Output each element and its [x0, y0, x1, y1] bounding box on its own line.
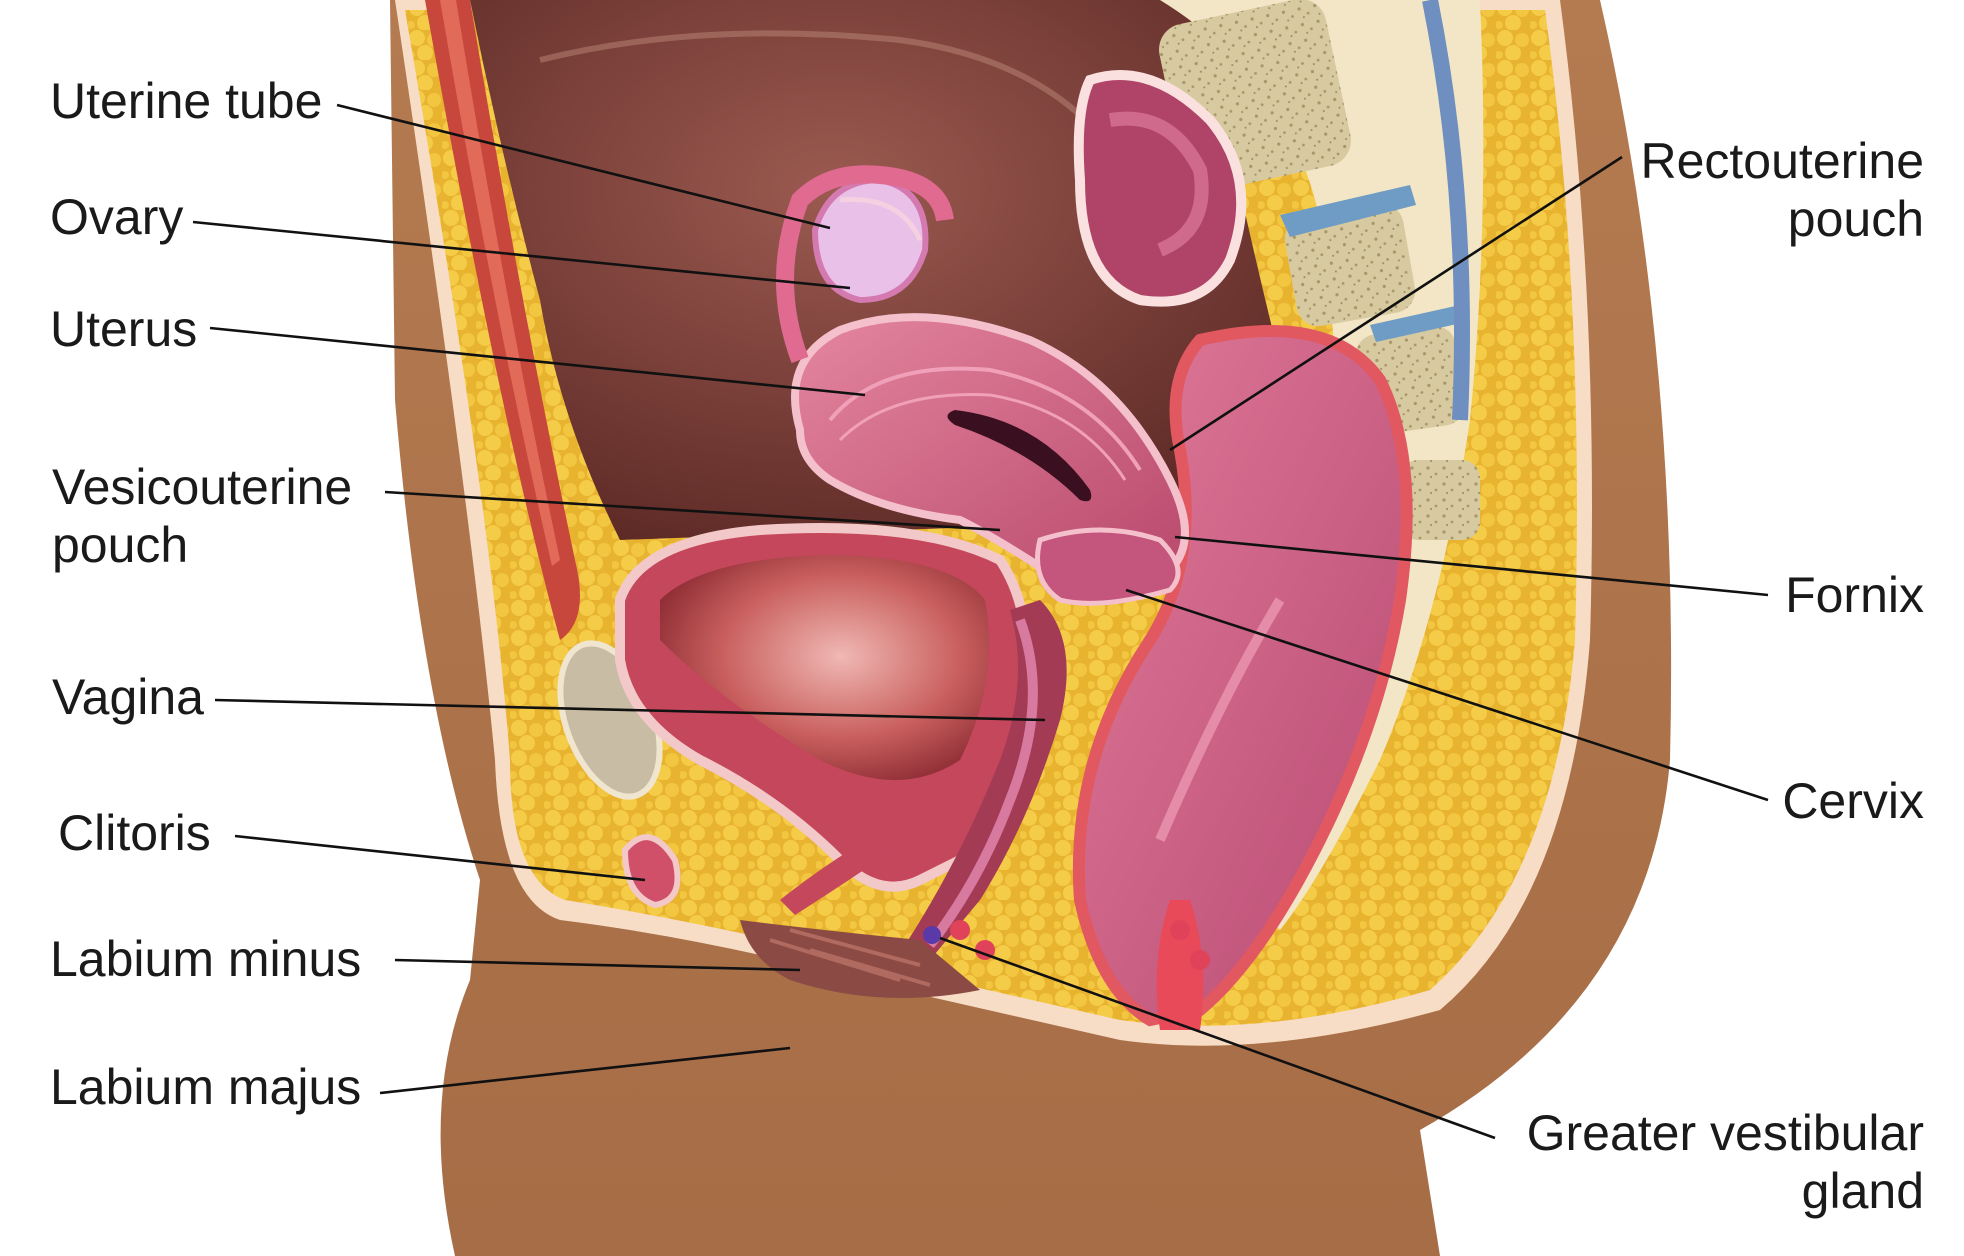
cervix: [1035, 527, 1181, 606]
vertebra-4: [1400, 460, 1480, 540]
clitoris-shape: [621, 834, 681, 909]
label-ovary: Ovary: [50, 189, 184, 245]
uterine-tube-shape: [776, 165, 954, 364]
leader-ovary: [192, 220, 851, 290]
leader-clitoris: [234, 834, 646, 882]
spinal-canal: [1422, 0, 1470, 421]
leader-vagina: [214, 698, 1046, 722]
label-uterine-tube: Uterine tube: [50, 73, 323, 129]
leader-uterine-tube: [336, 103, 831, 230]
greater-vestibular-gland-shape: [923, 926, 941, 944]
leader-uterus: [209, 326, 866, 397]
leader-labium-minus: [394, 958, 801, 972]
vertebra-2: [1284, 203, 1416, 327]
label-uterus: Uterus: [50, 301, 198, 357]
uterine-cavity: [947, 410, 1092, 502]
label-labium-minus: Labium minus: [50, 931, 362, 987]
vagina: [905, 600, 1067, 960]
leader-rectouterine-pouch: [1169, 155, 1623, 452]
label-fornix: Fornix: [1785, 567, 1924, 623]
label-cervix: Cervix: [1782, 773, 1924, 829]
sigmoid-colon: [1073, 70, 1247, 307]
label-clitoris: Clitoris: [58, 805, 211, 861]
labium-minus-shape: [740, 920, 980, 998]
leader-greater-vestibular-gland: [939, 936, 1496, 1140]
label-rectouterine-pouch: Rectouterine pouch: [1640, 133, 1925, 247]
leader-vesicouterine-pouch: [384, 490, 1001, 532]
label-labium-majus: Labium majus: [50, 1059, 362, 1115]
uterus: [791, 313, 1189, 592]
leader-lines: [192, 103, 1769, 1140]
ovary-shape: [811, 176, 929, 304]
label-vesicouterine-pouch: Vesicouterine pouch: [52, 459, 353, 573]
urethra: [780, 820, 915, 915]
anal-sphincter: [1156, 900, 1204, 1030]
leader-fornix: [1174, 535, 1769, 597]
label-vagina: Vagina: [52, 669, 204, 725]
leader-cervix: [1125, 588, 1769, 802]
intervertebral-disc: [1280, 185, 1416, 237]
leader-labium-majus: [379, 1046, 791, 1095]
label-greater-vestibular-gland: Greater vestibular gland: [1526, 1105, 1924, 1219]
